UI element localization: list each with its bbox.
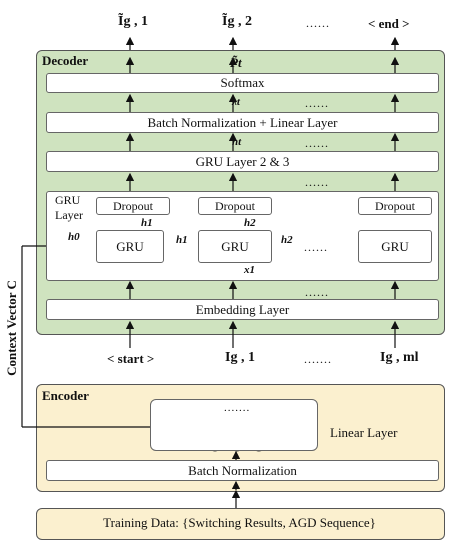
gru-chain-dots: ...... bbox=[304, 240, 328, 254]
input-ellipsis: ....... bbox=[304, 352, 332, 366]
p-tilde-label: P̃t bbox=[230, 55, 242, 70]
h1-label-right: h1 bbox=[176, 234, 188, 246]
output-label-2: Ĩg , 2 bbox=[222, 14, 252, 29]
dropout-box-2: Dropout bbox=[198, 197, 272, 215]
lambda-label: λt bbox=[232, 96, 240, 108]
dropout-box-1: Dropout bbox=[96, 197, 170, 215]
linear-layer-box bbox=[150, 399, 318, 451]
batch-norm-box: Batch Normalization bbox=[46, 460, 439, 481]
ht-label: ht bbox=[232, 136, 242, 148]
dots-gru23: ...... bbox=[305, 175, 329, 189]
decoder-title: Decoder bbox=[42, 53, 89, 68]
input-label-1: Ig , 1 bbox=[225, 350, 255, 365]
dropout-box-3: Dropout bbox=[358, 197, 432, 215]
h2-label-right: h2 bbox=[281, 234, 293, 246]
training-data-label: Training Data: {Switching Results, AGD S… bbox=[103, 515, 376, 530]
h0-label: h0 bbox=[68, 231, 80, 243]
h1-label-up: h1 bbox=[141, 217, 153, 229]
nn-dots: ....... bbox=[224, 402, 251, 414]
dots-ht: ...... bbox=[305, 136, 329, 150]
input-label-ml: Ig , ml bbox=[380, 350, 419, 365]
encoder-title: Encoder bbox=[42, 388, 89, 403]
embedding-box: Embedding Layer bbox=[46, 299, 439, 320]
softmax-box: Softmax bbox=[46, 73, 439, 93]
x1-label: x1 bbox=[244, 264, 255, 276]
training-data-panel bbox=[36, 508, 445, 540]
dots-lambda: ...... bbox=[305, 96, 329, 110]
output-ellipsis: ...... bbox=[306, 16, 330, 30]
gru23-box: GRU Layer 2 & 3 bbox=[46, 151, 439, 172]
gru-cell-1: GRU bbox=[96, 230, 164, 263]
bn-linear-box: Batch Normalization + Linear Layer bbox=[46, 112, 439, 133]
gru-layer-label: GRU Layer bbox=[55, 193, 83, 222]
dots-embedding: ...... bbox=[305, 285, 329, 299]
gru-cell-2: GRU bbox=[198, 230, 272, 263]
linear-layer-label: Linear Layer bbox=[330, 425, 398, 440]
output-label-1: Ĩg , 1 bbox=[118, 14, 148, 29]
h2-label-up: h2 bbox=[244, 217, 256, 229]
gru-cell-3: GRU bbox=[358, 230, 432, 263]
input-start: < start > bbox=[107, 351, 155, 366]
output-label-end: < end > bbox=[368, 16, 410, 31]
